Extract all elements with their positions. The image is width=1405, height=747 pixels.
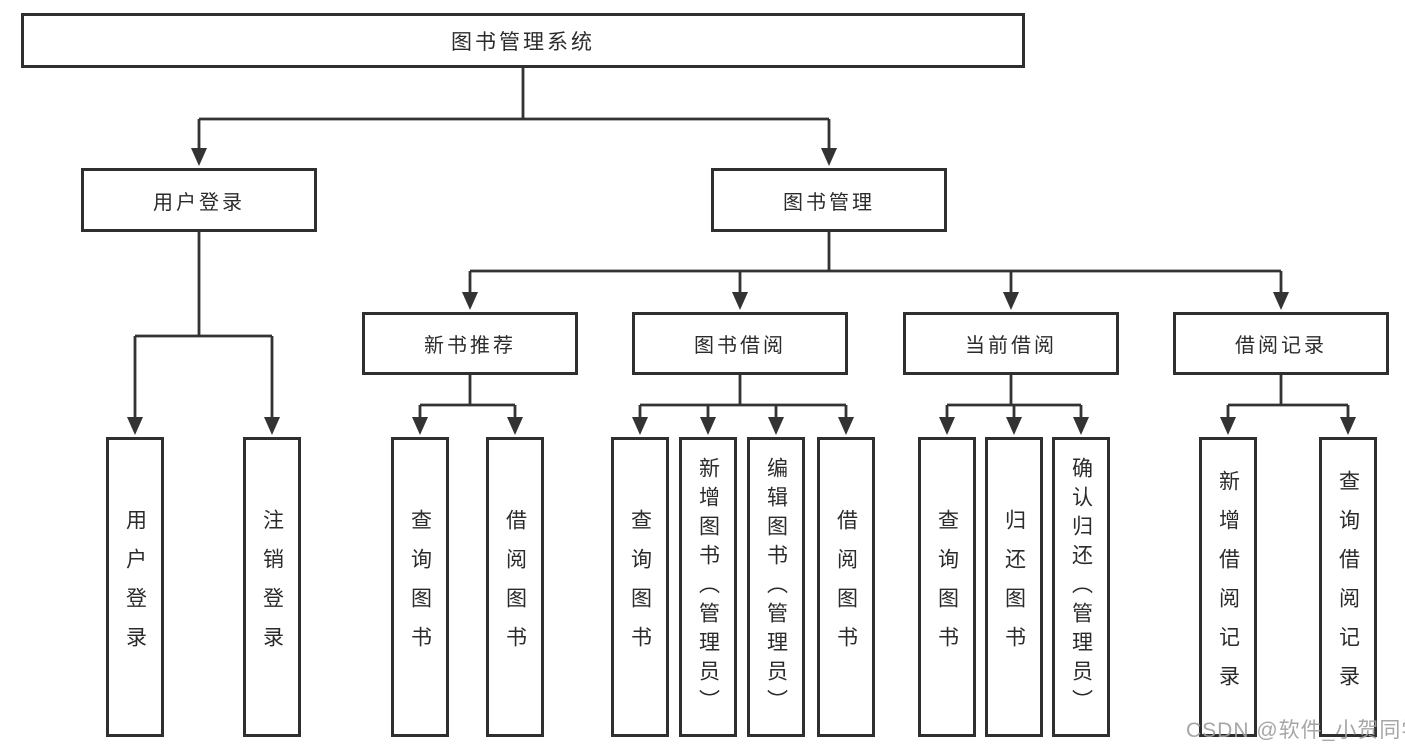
- node-label: 查询图书: [935, 509, 959, 665]
- arrowhead-down-icon: [1340, 417, 1356, 435]
- node-label: 用户登录: [123, 509, 147, 665]
- arrowhead-down-icon: [127, 417, 143, 435]
- node-label: 新书推荐: [424, 335, 516, 357]
- node-label: 查询图书: [408, 509, 432, 665]
- node-new-book-recommend: 新书推荐: [362, 312, 578, 375]
- arrowhead-down-icon: [412, 417, 428, 435]
- node-library-management-system: 图书管理系统: [21, 13, 1025, 68]
- arrowhead-down-icon: [1073, 417, 1089, 435]
- node-borrowing-records: 借阅记录: [1173, 312, 1389, 375]
- arrowhead-down-icon: [700, 417, 716, 435]
- arrowhead-down-icon: [732, 292, 748, 310]
- node-leaf-query-books-recommend: 查询图书: [391, 437, 449, 737]
- arrowhead-down-icon: [768, 417, 784, 435]
- node-leaf-borrow-books-recommend: 借阅图书: [486, 437, 544, 737]
- arrowhead-down-icon: [821, 148, 837, 166]
- node-leaf-edit-books-admin: 编辑图书（管理员）: [747, 437, 805, 737]
- node-book-borrowing: 图书借阅: [632, 312, 848, 375]
- node-label: 图书借阅: [694, 335, 786, 357]
- arrowhead-down-icon: [507, 417, 523, 435]
- arrowhead-down-icon: [462, 292, 478, 310]
- node-label: 借阅图书: [503, 509, 527, 665]
- arrowhead-down-icon: [632, 417, 648, 435]
- node-label: 注销登录: [260, 509, 284, 665]
- arrowhead-down-icon: [1220, 417, 1236, 435]
- arrowhead-down-icon: [1006, 417, 1022, 435]
- arrowhead-down-icon: [838, 417, 854, 435]
- arrowhead-down-icon: [264, 417, 280, 435]
- node-user-login: 用户登录: [81, 168, 317, 232]
- arrowhead-down-icon: [1003, 292, 1019, 310]
- connector-records: [1226, 375, 1350, 419]
- arrowhead-down-icon: [1273, 292, 1289, 310]
- node-label: 用户登录: [153, 191, 245, 214]
- connector-borrow: [638, 375, 848, 419]
- node-label: 查询借阅记录: [1336, 470, 1360, 704]
- node-label: 新增借阅记录: [1216, 470, 1240, 704]
- node-label: 当前借阅: [965, 335, 1057, 357]
- node-leaf-borrow-books: 借阅图书: [817, 437, 875, 737]
- node-label: 归还图书: [1002, 509, 1026, 665]
- node-label: 确认归还（管理员）: [1069, 456, 1093, 718]
- node-label: 新增图书（管理员）: [696, 456, 720, 718]
- node-label: 借阅图书: [834, 509, 858, 665]
- node-leaf-return-books: 归还图书: [985, 437, 1043, 737]
- connector-root: [197, 68, 831, 150]
- node-leaf-add-books-admin: 新增图书（管理员）: [679, 437, 737, 737]
- connector-user-login: [133, 232, 274, 419]
- arrowhead-down-icon: [939, 417, 955, 435]
- node-current-borrowing: 当前借阅: [903, 312, 1119, 375]
- node-leaf-query-borrow-record: 查询借阅记录: [1319, 437, 1377, 737]
- connector-book-mgmt: [468, 232, 1283, 294]
- node-leaf-user-login: 用户登录: [106, 437, 164, 737]
- node-book-management: 图书管理: [711, 168, 947, 232]
- node-leaf-add-borrow-record: 新增借阅记录: [1199, 437, 1257, 737]
- node-label: 图书管理: [783, 191, 875, 214]
- node-leaf-query-books-current: 查询图书: [918, 437, 976, 737]
- node-leaf-confirm-return-admin: 确认归还（管理员）: [1052, 437, 1110, 737]
- node-leaf-logout: 注销登录: [243, 437, 301, 737]
- node-label: 借阅记录: [1235, 335, 1327, 357]
- node-label: 查询图书: [628, 509, 652, 665]
- connector-current: [945, 375, 1083, 419]
- node-label: 编辑图书（管理员）: [764, 456, 788, 718]
- node-label: 图书管理系统: [451, 30, 595, 54]
- csdn-watermark: CSDN @软件_小贺同学: [1186, 719, 1405, 742]
- connector-recommend: [418, 375, 517, 419]
- arrowhead-down-icon: [191, 148, 207, 166]
- node-leaf-query-books-borrow: 查询图书: [611, 437, 669, 737]
